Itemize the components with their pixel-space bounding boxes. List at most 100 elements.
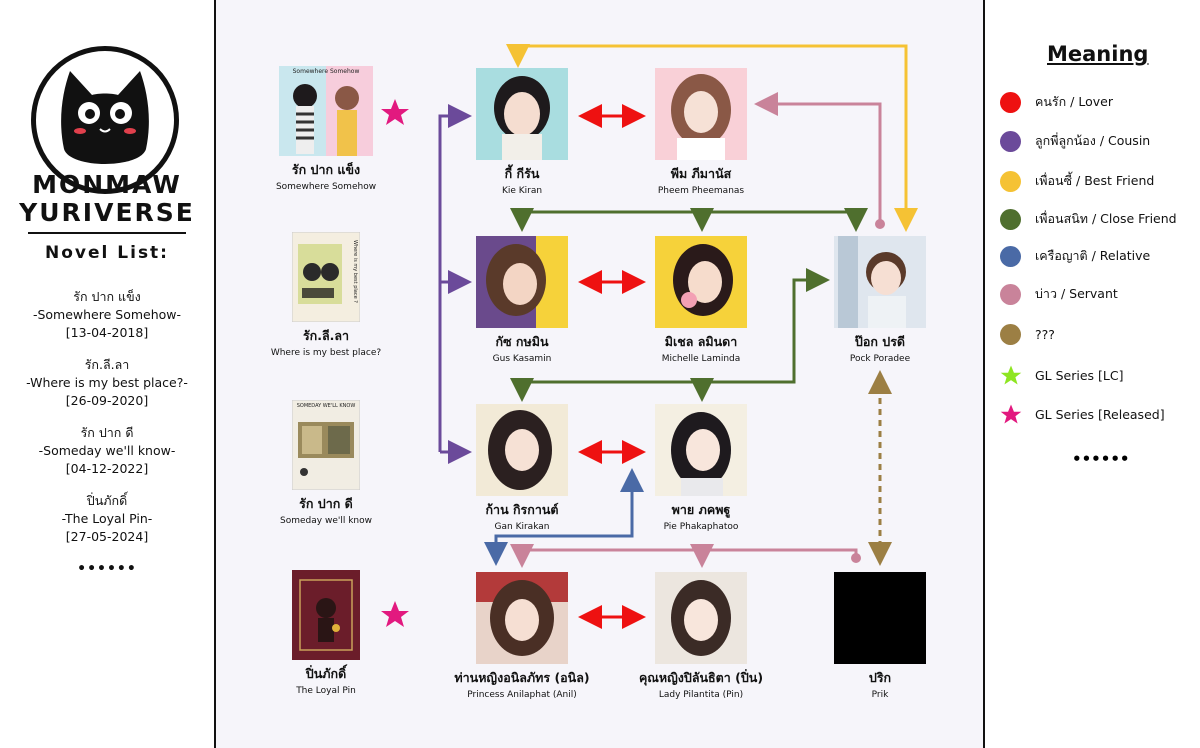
- best-friend-arrow: [506, 44, 918, 232]
- novel-list-title: Novel List:: [45, 243, 169, 263]
- character-name-th: ก้าน กิรกานต์: [485, 502, 559, 517]
- book-title-th: ปิ่นภักดิ์: [305, 666, 347, 681]
- portrait: [655, 236, 747, 328]
- novel-name: รัก ปาก ดี: [80, 425, 134, 440]
- character-name-th: ป๊อก ปรดี: [854, 334, 906, 349]
- lover-dot-icon: [1000, 91, 1021, 113]
- portrait: [476, 404, 568, 496]
- character-name-en: Pie Phakaphatoo: [663, 522, 739, 532]
- servant-arrow: [754, 92, 882, 222]
- character-name-th: มิเชล ลมินดา: [664, 334, 738, 349]
- legend-item-best-friend: เพื่อนซี้ / Best Friend: [1000, 169, 1154, 193]
- character-kie[interactable]: กี้ กีรัน Kie Kiran: [462, 68, 582, 196]
- book-cover-text: Somewhere Somehow: [292, 68, 360, 75]
- character-pie[interactable]: พาย ภคพฐู Pie Phakaphatoo: [641, 404, 761, 532]
- character-name-en: Gan Kirakan: [494, 522, 550, 532]
- novel-list-item: รัก ปาก ดี -Someday we'll know- [04-12-2…: [0, 424, 214, 478]
- novel-en: -The Loyal Pin-: [61, 511, 153, 526]
- character-pheem[interactable]: พีม ภีมานัส Pheem Pheemanas: [641, 68, 761, 196]
- book-title-en: Where is my best place?: [270, 348, 382, 358]
- portrait-art: [673, 244, 733, 316]
- book-cover-art: [292, 570, 360, 660]
- novel-en: -Where is my best place?-: [26, 375, 188, 390]
- legend-label: บ่าว / Servant: [1035, 286, 1118, 301]
- close-friend-arrow: [510, 268, 830, 402]
- legend-more: ••••••: [1072, 450, 1130, 468]
- novel-list-item: รัก.ลี.ลา -Where is my best place?- [26-…: [0, 356, 214, 410]
- character-name-en: Pock Poradee: [849, 354, 911, 364]
- portrait-art: [838, 236, 906, 328]
- portrait: [476, 68, 568, 160]
- cat-logo: [31, 46, 179, 194]
- legend-panel: [985, 0, 1200, 748]
- portrait-art: [488, 410, 552, 490]
- close-friend-arrow: [510, 208, 868, 232]
- character-name-en: Lady Pilantita (Pin): [658, 690, 744, 700]
- character-gan[interactable]: ก้าน กิรกานต์ Gan Kirakan: [462, 404, 582, 532]
- novel-name: รัก.ลี.ลา: [84, 357, 130, 372]
- novel-list-item: รัก ปาก แข็ง -Somewhere Somehow- [13-04-…: [0, 288, 214, 342]
- book-cover: SOMEDAY WE'LL KNOW: [292, 400, 360, 490]
- character-pock[interactable]: ป๊อก ปรดี Pock Poradee: [820, 236, 940, 364]
- book-cover: [292, 570, 360, 660]
- legend-item-relative: เครือญาติ / Relative: [1000, 244, 1150, 268]
- green-star-icon: [1000, 365, 1022, 385]
- book-node[interactable]: SOMEDAY WE'LL KNOW รัก ปาก ดี Someday we…: [266, 400, 386, 526]
- portrait: [655, 404, 747, 496]
- book-cover: Where is my best place ?: [292, 232, 360, 322]
- black-cat-icon: [61, 71, 149, 164]
- character-anil[interactable]: ท่านหญิงอนิลภัทร (อนิล) Princess Anilaph…: [442, 572, 602, 700]
- book-node[interactable]: ปิ่นภักดิ์ The Loyal Pin: [266, 570, 386, 696]
- close-friend-dot-icon: [1000, 208, 1021, 230]
- novel-en: -Somewhere Somehow-: [32, 307, 182, 322]
- legend-label: เครือญาติ / Relative: [1035, 248, 1151, 263]
- novel-list-more: ••••••: [77, 561, 137, 577]
- divider: [28, 232, 186, 234]
- book-node[interactable]: Where is my best place ? รัก.ลี.ลา Where…: [266, 232, 386, 358]
- portrait-art: [486, 236, 568, 328]
- cousin-dot-icon: [1000, 130, 1021, 152]
- portrait-art: [671, 580, 731, 656]
- servant-dot-icon: [1000, 283, 1021, 305]
- novel-date: [13-04-2018]: [65, 325, 149, 340]
- legend-label: คนรัก / Lover: [1035, 94, 1113, 109]
- legend-label: เพื่อนสนิท / Close Friend: [1035, 211, 1177, 226]
- portrait: [476, 572, 568, 664]
- portrait-placeholder: [834, 572, 926, 664]
- character-prik[interactable]: ปริก Prik: [820, 572, 940, 700]
- character-michelle[interactable]: มิเชล ลมินดา Michelle Laminda: [641, 236, 761, 364]
- character-pin[interactable]: คุณหญิงปิลันธิตา (ปิ่น) Lady Pilantita (…: [621, 572, 781, 700]
- novel-name: รัก ปาก แข็ง: [73, 289, 141, 304]
- legend-label: ลูกพี่ลูกน้อง / Cousin: [1035, 133, 1151, 148]
- relative-dot-icon: [1000, 245, 1021, 267]
- released-star-icon: [381, 601, 409, 627]
- portrait: [834, 236, 926, 328]
- portrait-art: [671, 412, 731, 496]
- portrait-art: [671, 74, 731, 160]
- character-name-en: Gus Kasamin: [492, 354, 552, 364]
- character-name-th: คุณหญิงปิลันธิตา (ปิ่น): [638, 670, 764, 685]
- legend-item-cousin: ลูกพี่ลูกน้อง / Cousin: [1000, 129, 1150, 153]
- character-name-th: พีม ภีมานัส: [670, 166, 732, 181]
- cousin-arrow: [438, 104, 472, 452]
- portrait: [655, 68, 747, 160]
- book-cover-art: [279, 66, 373, 156]
- novel-name: ปิ่นภักดิ์: [86, 493, 128, 508]
- novel-en: -Someday we'll know-: [38, 443, 176, 458]
- brand-line-2: YURIVERSE: [19, 198, 195, 227]
- novel-date: [26-09-2020]: [65, 393, 149, 408]
- book-node[interactable]: Somewhere Somehow รัก ปาก แข็ง Somewhere…: [266, 66, 386, 192]
- novel-date: [27-05-2024]: [65, 529, 149, 544]
- character-name-th: พาย ภคพฐู: [671, 502, 731, 517]
- left-panel: MONMAW YURIVERSE Novel List: รัก ปาก แข็…: [0, 0, 214, 748]
- legend-label: GL Series [Released]: [1035, 406, 1165, 422]
- portrait-art: [494, 76, 550, 160]
- character-name-th: ท่านหญิงอนิลภัทร (อนิล): [454, 670, 590, 685]
- character-gus[interactable]: กัซ กษมิน Gus Kasamin: [462, 236, 582, 364]
- servant-origin-dot: [875, 219, 885, 229]
- character-name-en: Pheem Pheemanas: [657, 186, 745, 196]
- book-cover-text: SOMEDAY WE'LL KNOW: [296, 403, 356, 409]
- portrait: [655, 572, 747, 664]
- character-name-en: Kie Kiran: [501, 186, 543, 196]
- legend-item-gl-lc: GL Series [LC]: [1000, 363, 1123, 387]
